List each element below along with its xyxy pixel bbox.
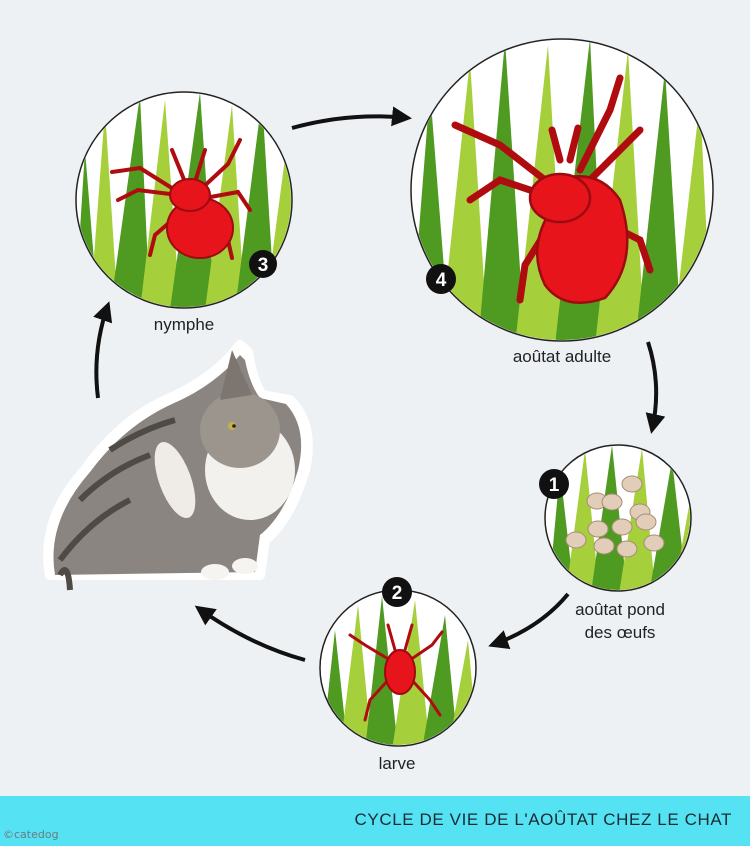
step-badge-3 [249, 250, 277, 278]
stage-label-eggs-line2: des œufs [585, 623, 656, 642]
credit-text: ©catedog [3, 828, 59, 841]
step-badge-1 [539, 469, 569, 499]
egg-cluster [565, 475, 665, 558]
stage-3-nymph-circle: 3 nymphe [75, 91, 293, 334]
stage-label-larva: larve [379, 754, 416, 773]
larva-mite-illustration [348, 623, 444, 722]
step-number-3: 3 [258, 255, 269, 276]
footer-banner: CYCLE DE VIE DE L'AOÛTAT CHEZ LE CHAT [0, 796, 750, 846]
step-badge-4 [426, 264, 456, 294]
stage-label-nymph: nymphe [154, 315, 214, 334]
arrow-cat-to-nymph [93, 301, 113, 399]
stage-2-larva-circle: 2 larve [319, 577, 477, 773]
step-number-4: 4 [436, 270, 447, 291]
scratching-cat-illustration [43, 340, 313, 591]
arrow-eggs-to-larva [488, 592, 570, 650]
stage-4-adult-circle: 4 aoûtat adulte [410, 38, 714, 366]
stage-label-adult: aoûtat adulte [513, 347, 611, 366]
step-number-1: 1 [549, 475, 560, 496]
step-badge-2 [382, 577, 412, 607]
step-number-2: 2 [392, 583, 403, 604]
stage-1-eggs-circle: 1 aoûtat pond des œufs [539, 444, 692, 642]
arrow-adult-to-eggs [645, 341, 666, 434]
arrow-nymph-to-adult [291, 106, 412, 130]
arrow-larva-to-cat [194, 605, 306, 662]
footer-title: CYCLE DE VIE DE L'AOÛTAT CHEZ LE CHAT [354, 810, 732, 829]
stage-label-eggs-line1: aoûtat pond [575, 600, 665, 619]
